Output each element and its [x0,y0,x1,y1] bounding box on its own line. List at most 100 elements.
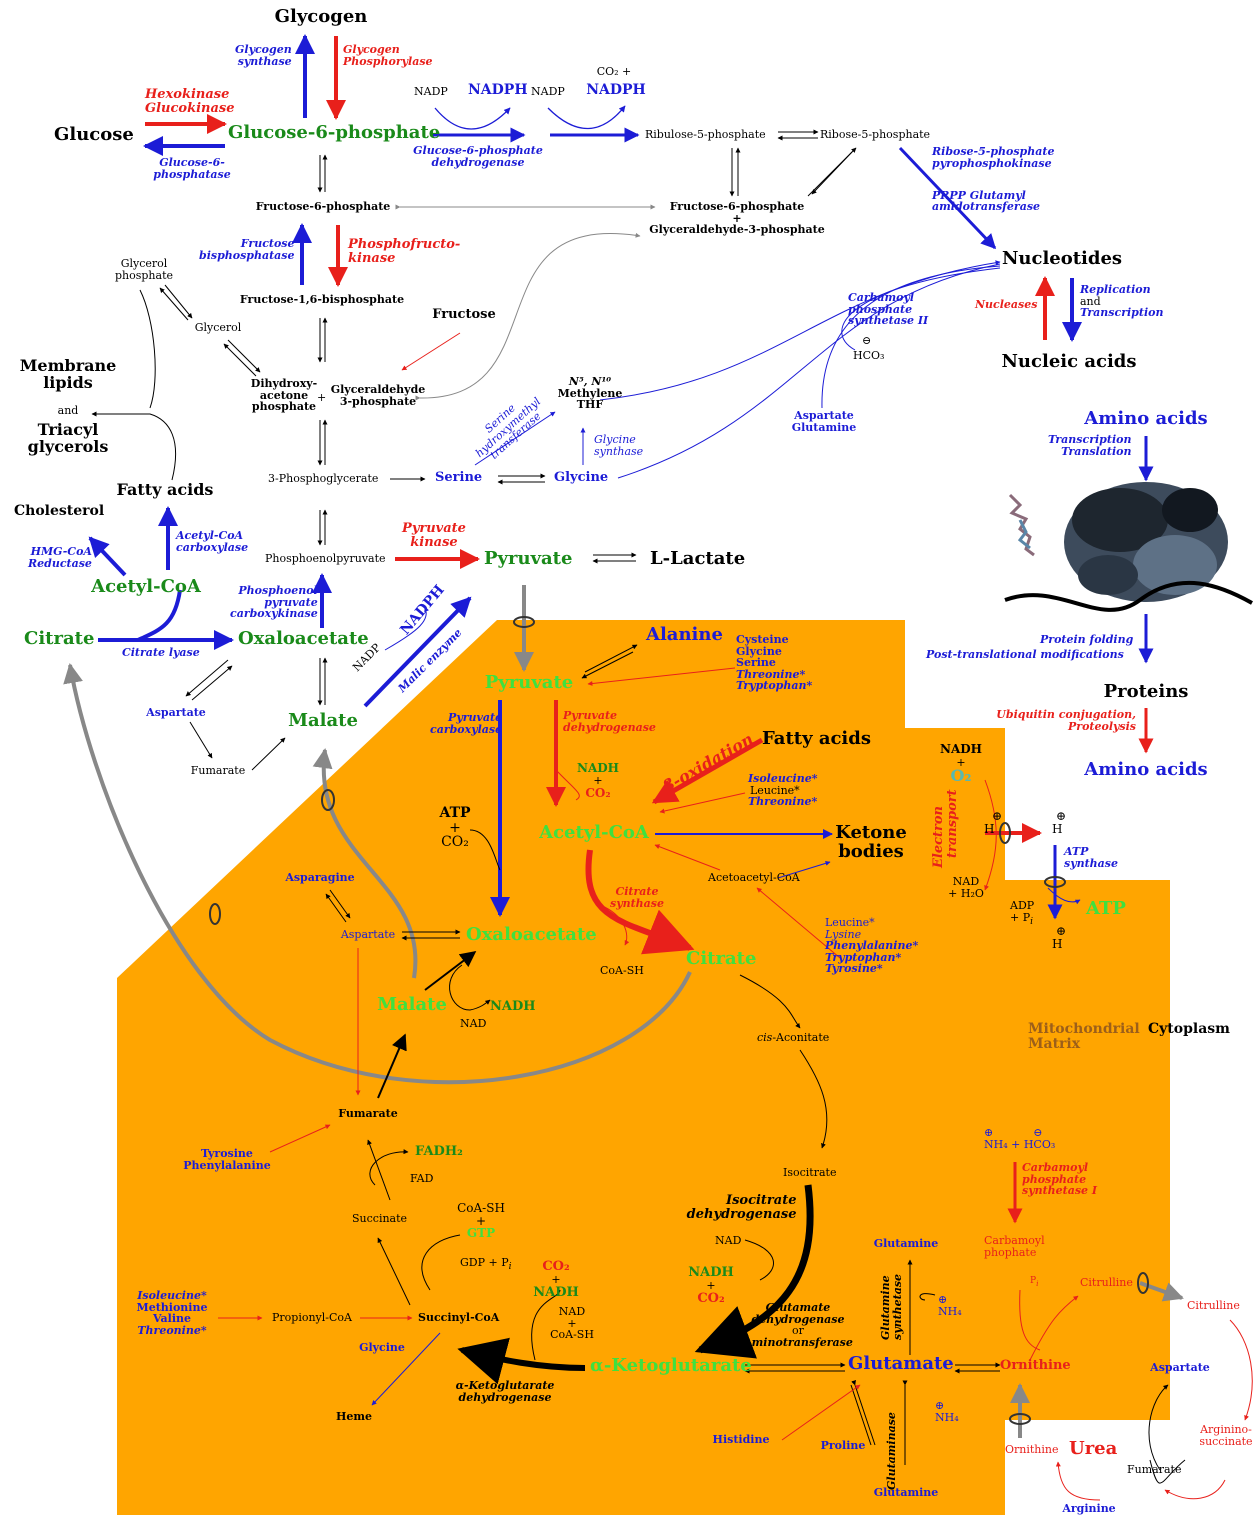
glucose-label: Glucose [54,124,134,145]
minus-charge-icon: ⊖ [862,334,872,347]
cytoplasm-label: Cytoplasm [1148,1021,1230,1037]
cholesterol-label: Cholesterol [14,503,105,519]
text: and [1080,294,1101,308]
enzyme-text: phosphate [848,302,913,316]
enzyme-text: Carbamoyl [1022,1161,1089,1174]
proton-right-label: ⊕H [1052,810,1066,835]
alanine-label: Alanine [646,624,723,645]
nh4-label: ⊕NH₄ [935,1400,959,1423]
text: Tyrosine* [825,962,883,976]
text: succinate [1199,1434,1253,1448]
nadh-label: NADH [576,761,620,775]
text: NAD [952,875,980,888]
enzyme-text: Pyruvate [448,711,503,724]
malate-cytoplasm-label: Malate [288,710,358,731]
text: N⁵, N¹⁰ [568,375,612,388]
enzyme-text: Citrate [615,885,659,898]
proton-atp-label: ⊕H [1052,925,1066,950]
enzyme-text: Transcription [1080,306,1164,320]
glucose-6-phosphatase-label: Glucose-6-phosphatase [153,157,230,180]
text: Tryptophan* [825,950,902,964]
enzyme-text: phosphate [1022,1172,1087,1186]
plus-label: + [317,391,327,404]
phosphoenolpyruvate-label: Phosphoenolpyruvate [265,552,386,565]
plus-label: + [593,774,603,787]
urea-label: Urea [1069,1438,1118,1459]
plus-charge-icon: ⊕ [992,809,1003,823]
enzyme-text: Isocitrate [726,1193,797,1208]
proline-label: Proline [820,1439,866,1452]
text: Isoleucine* [137,1289,207,1302]
enzyme-text: Ribose-5-phosphate [932,145,1055,158]
text: THF [576,398,604,412]
text: Arginino- [1200,1423,1252,1436]
oxaloacetate-mitochondria-label: Oxaloacetate [466,924,597,945]
text: phophate [984,1245,1037,1259]
text: Aspartate [794,409,854,422]
text: + P [1010,910,1031,924]
fructose-6-phosphate-label: Fructose-6-phosphate [255,200,391,213]
adp-pi-label: ADP+ Pi [1010,899,1035,927]
plus-charge-icon: ⊕ [935,1399,945,1412]
alpha-ketoglutarate-label: α-Ketoglutarate [590,1355,752,1376]
text: P [1030,1276,1037,1286]
text: Threonine* [137,1323,207,1337]
enzyme-text: Glycogen [235,43,292,56]
text: Threonine* [748,795,818,809]
enzyme-text: carboxylase [430,722,503,736]
co2-label: CO₂ [697,1291,725,1306]
co2-label: CO₂ + [596,65,632,78]
fructose-label: Fructose [432,307,496,322]
ubiquitin-label: Ubiquitin conjugation,Proteolysis [990,709,1136,732]
nucleases-label: Nucleases [975,298,1038,311]
text: + [732,211,742,225]
text: Serine [736,656,776,670]
aspartate-mitochondria-label: Aspartate [340,928,396,941]
post-translational-label: Post-translational modifications [926,648,1124,661]
text: + [567,1316,577,1330]
fructose-16-bisphosphate-label: Fructose-1,6-bisphosphate [239,293,405,306]
text: Dihydroxy- [250,377,318,390]
text: GTP [466,1226,496,1241]
text: acetone [259,388,309,402]
glycine-mitochondria-label: Glycine [359,1341,405,1354]
asparagine-label: Asparagine [285,871,355,884]
hco3-label: HCO₃ [853,349,885,362]
text: Triacyl [37,420,99,439]
pi-label: Pi [1030,1276,1039,1288]
text: NH₄ [938,1304,962,1318]
enzyme-text: α-Ketoglutarate [455,1379,555,1392]
text: Phenylalanine [183,1158,271,1172]
ribosome-illustration [1004,482,1253,612]
serine-label: Serine [435,470,483,485]
enzyme-text: or [792,1324,804,1338]
atp-co2-label: ATP+CO₂ [439,806,470,850]
nadh-label: NADH [939,742,983,756]
enzyme-text: Fructose [240,237,295,250]
text: CoA-SH [457,1201,505,1215]
text: Matrix [1028,1035,1081,1052]
citrulline-mitochondria-label: Citrulline [1080,1276,1133,1289]
text: Glyceraldehyde [330,383,426,396]
o2-label: O₂ [950,766,972,785]
and-label: and [57,404,79,417]
nh4-hco3-label: ⊕⊖NH₄ + HCO₃ [984,1127,1055,1150]
text: Threonine* [736,667,806,681]
plus-charge-icon: ⊕ [984,1126,994,1139]
isocitrate-label: Isocitrate [783,1166,837,1179]
text: + [449,819,461,836]
enzyme-text: kinase [348,250,396,266]
